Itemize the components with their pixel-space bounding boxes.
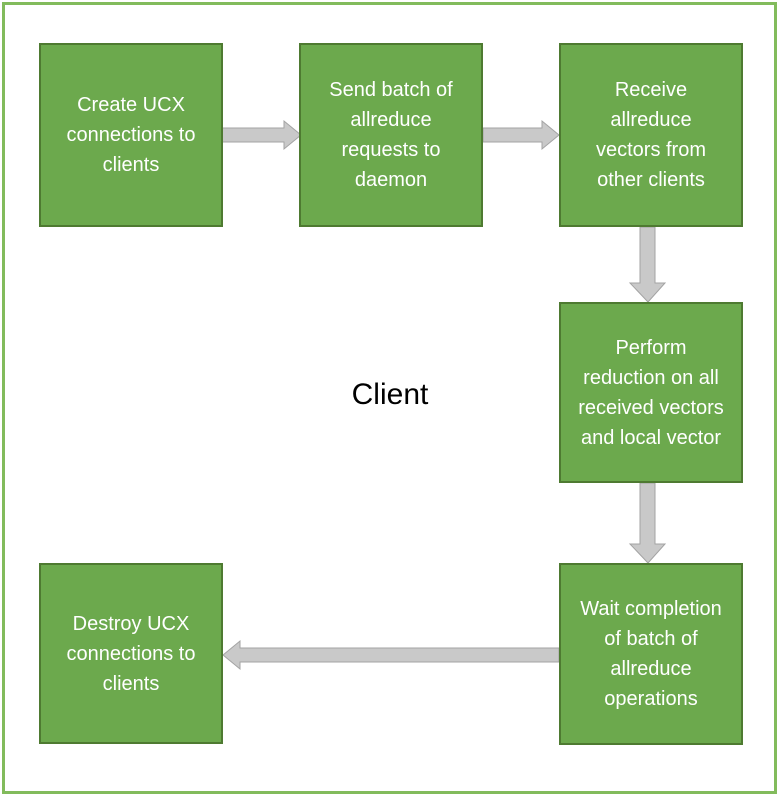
node-destroy-ucx-connections: Destroy UCX connections to clients xyxy=(39,563,223,744)
node-label: Send batch of allreduce requests to daem… xyxy=(329,79,453,191)
node-label: Create UCX connections to clients xyxy=(66,94,196,176)
node-perform-reduction: Perform reduction on all received vector… xyxy=(559,302,743,483)
arrow-wait-to-destroy xyxy=(222,639,560,671)
node-label: Receive allreduce vectors from other cli… xyxy=(595,79,707,191)
arrow-receive-to-reduce xyxy=(628,226,667,303)
node-create-ucx-connections: Create UCX connections to clients xyxy=(39,43,223,227)
node-wait-completion: Wait completion of batch of allreduce op… xyxy=(559,563,743,745)
arrow-create-to-send xyxy=(221,119,302,151)
arrow-reduce-to-wait xyxy=(628,482,667,564)
center-label: Client xyxy=(351,378,429,411)
node-label: Destroy UCX connections to clients xyxy=(66,612,196,695)
arrow-send-to-receive xyxy=(482,119,560,151)
node-label: Wait completion of batch of allreduce op… xyxy=(580,598,722,710)
node-label: Perform reduction on all received vector… xyxy=(578,336,724,449)
node-receive-vectors: Receive allreduce vectors from other cli… xyxy=(559,43,743,227)
node-send-batch: Send batch of allreduce requests to daem… xyxy=(299,43,483,227)
